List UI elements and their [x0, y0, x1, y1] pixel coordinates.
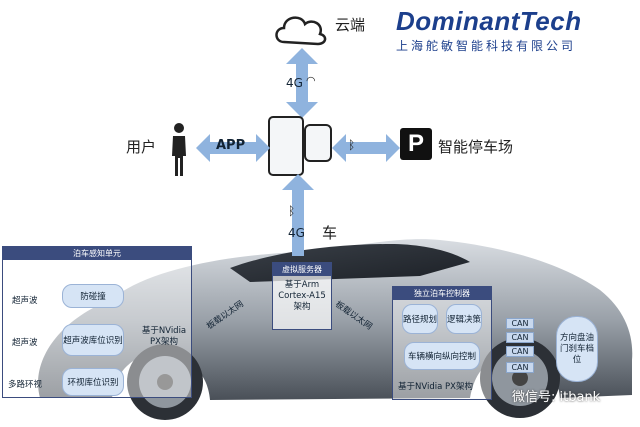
can-label-4: CAN: [506, 362, 534, 373]
wifi-icon: ◠: [306, 74, 316, 87]
perception-sensor-2: 超声波: [12, 338, 38, 348]
cloud-phone-arrow: [286, 48, 318, 118]
actuators: 方向盘油门刹车档位: [556, 316, 598, 382]
app-label: APP: [216, 138, 246, 153]
virtual-server: 虚拟服务器 基于Arm Cortex-A15架构: [272, 262, 332, 330]
server-body: 基于Arm Cortex-A15架构: [278, 280, 326, 312]
user-label: 用户: [126, 138, 157, 156]
controller-title: 独立泊车控制器: [393, 287, 491, 300]
perception-function-3: 环视库位识别: [62, 368, 124, 396]
perception-processor: 基于NVidia PX架构: [141, 326, 187, 347]
brand-logo: DominantTech: [396, 6, 582, 36]
can-label-1: CAN: [506, 318, 534, 329]
server-title: 虚拟服务器: [273, 263, 331, 276]
watermark-text: 微信号: itbank: [512, 390, 601, 405]
controller-item-3: 车辆横向纵向控制: [404, 342, 480, 370]
cloud-icon: [275, 16, 327, 46]
bluetooth-icon: ᛒ: [348, 138, 356, 152]
can-label-3: CAN: [506, 346, 534, 357]
perception-sensor-1: 超声波: [12, 296, 38, 306]
perception-sensor-3: 多路环视: [8, 380, 43, 390]
user-phone-arrow: [196, 134, 270, 162]
perception-function-2: 超声波库位识别: [62, 324, 124, 356]
controller-item-1: 路径规划: [402, 304, 438, 334]
link-top-label: 4G: [286, 76, 303, 90]
link-bottom-label: 4G: [288, 226, 305, 240]
phone-parking-arrow: [332, 134, 400, 162]
watermark: 微信号: itbank: [512, 386, 600, 405]
perception-function-1: 防碰撞: [62, 284, 124, 308]
car-label: 车: [322, 224, 338, 242]
perception-title: 泊车感知单元: [3, 247, 191, 260]
parking-label: 智能停车场: [438, 138, 514, 156]
bluetooth-car-icon: ᛒ: [288, 204, 296, 218]
brand-subtitle: 上海舵敏智能科技有限公司: [396, 39, 577, 53]
person-icon: [172, 123, 186, 176]
parking-icon: P: [400, 128, 432, 160]
cloud-label: 云端: [335, 16, 366, 34]
watch-icon: [304, 124, 332, 162]
phone-icon: [268, 116, 304, 176]
controller-footer: 基于NVidia PX架构: [398, 382, 473, 392]
controller-item-2: 逻辑决策: [446, 304, 482, 334]
parking-icon-text: P: [407, 130, 424, 157]
can-label-2: CAN: [506, 332, 534, 343]
phone-car-arrow: [282, 174, 314, 256]
